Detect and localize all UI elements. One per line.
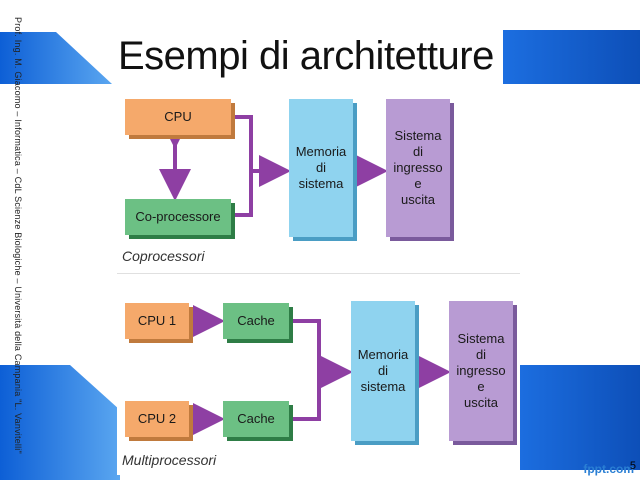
diagram-panel: CPU Co-processore Memoria di sistema Sis… [117,95,520,475]
caption-multiprocessori: Multiprocessori [122,452,217,468]
memory-label: Memoria [357,347,409,362]
io-label: uscita [464,395,498,410]
io-label: Sistema [457,331,505,346]
io-label: ingresso [456,363,506,378]
divider [117,273,520,274]
cache2-box: Cache [223,401,289,437]
bottom-left-banner [0,365,120,480]
side-caption: Prof. Ing. M. Giacomo – Informatica – Cd… [13,17,23,454]
top-left-banner [0,32,112,84]
io-label: uscita [401,192,435,207]
memory-label: di [315,160,327,175]
memory-label: di [377,363,389,378]
coprocessor-box: Co-processore [125,199,231,235]
top-right-banner [503,30,640,84]
memory-label: sistema [360,379,406,394]
cpu1-box: CPU 1 [125,303,189,339]
cache2-bus-arrow [293,356,353,421]
io-label: e [477,379,485,394]
io-box-2: Sistema di ingresso e uscita [449,301,513,441]
cache1-bus-line [293,319,321,372]
connectors [159,115,451,435]
cache1-box: Cache [223,303,289,339]
io-label: di [412,144,424,159]
io-label: Sistema [394,128,442,143]
memory-label: sistema [298,176,344,191]
cpu-box: CPU [125,99,231,135]
memory-box-2: Memoria di sistema [351,301,415,441]
fppt-logo: fppt.com [583,462,634,476]
cpu-bus-line [231,115,253,171]
memory-label: Memoria [295,144,347,159]
cpu2-box: CPU 2 [125,401,189,437]
bottom-right-banner [518,365,640,470]
coprocessor-bus-arrow [231,155,291,217]
memory-box-1: Memoria di sistema [289,99,353,237]
slide-title: Esempi di architetture [118,34,494,78]
io-box-1: Sistema di ingresso e uscita [386,99,450,237]
io-label: e [414,176,422,191]
io-label: di [475,347,487,362]
io-label: ingresso [393,160,443,175]
page-number: 5 [629,460,636,472]
caption-coprocessori: Coprocessori [122,248,205,264]
